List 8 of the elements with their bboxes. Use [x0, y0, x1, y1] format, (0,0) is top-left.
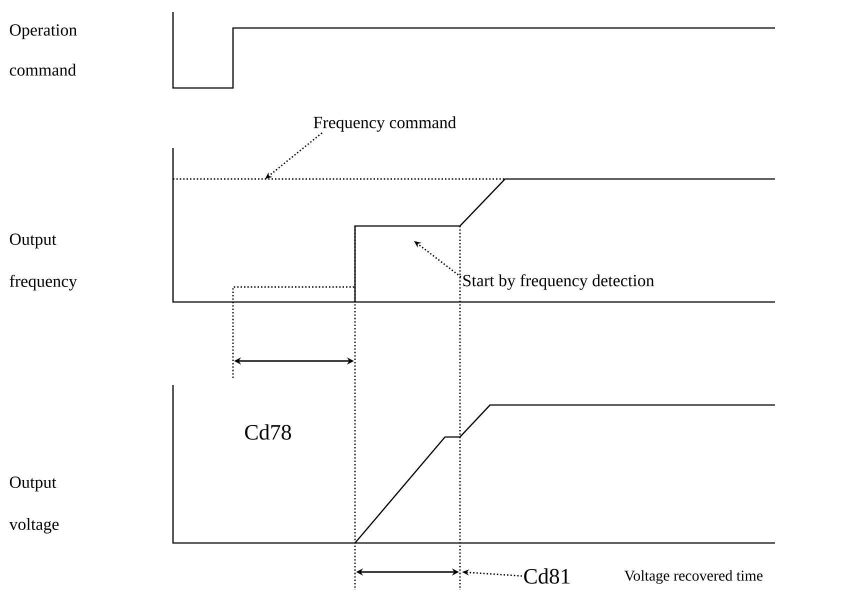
- callout-text: Start by frequency detection: [463, 274, 654, 290]
- axis-label: Operation command: [10, 24, 77, 76]
- note-text: Voltage recovered time: [624, 570, 763, 584]
- callout-text: Cd81: [524, 568, 570, 584]
- axis-label: Output voltage: [9, 476, 59, 534]
- time-label: Cd78: [245, 424, 291, 440]
- axis-label: Output frequency: [10, 234, 78, 290]
- callout-text: Frequency command: [314, 116, 456, 132]
